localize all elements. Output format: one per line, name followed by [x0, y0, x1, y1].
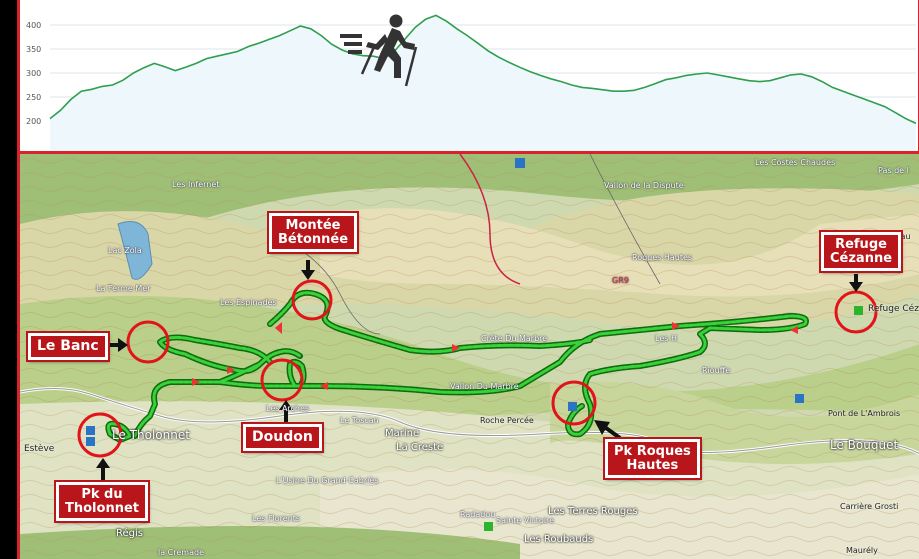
- map-label: L'Usine Du Grand Cabriès: [276, 476, 379, 485]
- callout-line: Pk du: [81, 487, 123, 502]
- map-label: Riouffe: [702, 366, 731, 375]
- poi-circle-montee: [291, 279, 333, 321]
- map-label: Les Costes Chaudes: [755, 158, 836, 167]
- map-label: Bau: [895, 232, 911, 241]
- map-label: Lac Zola: [108, 246, 142, 255]
- map-label: Les Florents: [252, 514, 301, 523]
- callout-arrows: [96, 260, 863, 482]
- y-tick-label: 350: [26, 45, 41, 54]
- map-label: Vallon Du Marbre: [450, 382, 519, 391]
- callout-line: Bétonnée: [278, 231, 349, 247]
- callout-line: Tholonnet: [65, 500, 139, 516]
- hiker-icon: [340, 14, 418, 87]
- map-label: Pont de L'Ambrois: [828, 409, 901, 418]
- callout-line: Pk Roques: [614, 444, 691, 459]
- y-tick-label: 250: [26, 93, 41, 102]
- map-label: Roche Percée: [480, 416, 534, 425]
- map-label: GR9: [612, 276, 629, 285]
- trail-direction-arrows: [192, 322, 798, 390]
- poi-circle-banc: [126, 320, 170, 364]
- elevation-area: [50, 15, 916, 152]
- callout-line: Cézanne: [830, 250, 893, 266]
- map-label: Roques Hautes: [632, 253, 693, 262]
- y-tick-label: 300: [26, 69, 41, 78]
- map-label: Maurély: [846, 546, 878, 555]
- map-label: la Cremade: [158, 548, 204, 557]
- elevation-profile: 400 350 300 250 200: [20, 0, 919, 154]
- map-label: Pas de l: [878, 166, 909, 175]
- callout-refuge-cezanne: Refuge Cézanne: [821, 232, 902, 272]
- map-label: Vallon de la Dispute: [604, 181, 684, 190]
- map-label: Carrière Grosti: [840, 502, 899, 511]
- figure-frame: 400 350 300 250 200: [17, 0, 919, 559]
- y-tick-label: 400: [26, 21, 41, 30]
- map-label: Marine: [385, 428, 420, 439]
- callout-doudon: Doudon: [243, 424, 322, 451]
- map-label: Les Roubauds: [524, 534, 594, 545]
- map-label: Régis: [116, 528, 143, 539]
- callout-pk-du-tholonnet: Pk du Tholonnet: [56, 482, 148, 522]
- map-canvas[interactable]: [20, 153, 919, 559]
- callout-line: Montée: [285, 218, 341, 233]
- map-label: Les H: [655, 334, 677, 343]
- poi-circle-doudon: [260, 358, 304, 402]
- map-label: Radadou: [460, 510, 496, 519]
- elevation-chart: 400 350 300 250 200: [26, 14, 917, 152]
- poi-circle-pk-tholonnet: [77, 412, 123, 458]
- callout-le-banc: Le Banc: [28, 333, 108, 360]
- map-label: Les Infernet: [172, 180, 220, 189]
- elevation-line: [49, 14, 917, 125]
- map-label: Le Tholonnet: [112, 428, 190, 442]
- callout-line: Refuge: [835, 237, 887, 252]
- map-label: Le Toscan: [340, 416, 379, 425]
- map-label: Les Espinades: [220, 298, 277, 307]
- map-label: Estève: [24, 444, 55, 454]
- poi-circle-pk-roques: [551, 380, 597, 426]
- y-tick-labels: 400 350 300 250 200: [26, 21, 41, 126]
- map-label: La Creste: [396, 442, 444, 453]
- map-label: Refuge Céz: [868, 304, 919, 314]
- map-label: Les Terres Rouges: [548, 506, 638, 517]
- map-label: Les Arches: [266, 404, 310, 413]
- parking-markers: [86, 158, 863, 531]
- map-label: Crête Du Marbre: [481, 334, 548, 343]
- map-label: Le Bouquet: [830, 438, 899, 452]
- callout-line: Hautes: [626, 457, 679, 473]
- y-tick-label: 200: [26, 117, 41, 126]
- map-label: Sainte Victoire: [496, 516, 555, 525]
- map-label: La Ferme Mer: [96, 284, 151, 293]
- callout-montee-betonnee: Montée Bétonnée: [269, 213, 358, 253]
- topo-map[interactable]: Les Costes Chaudes Pas de l Les Infernet…: [20, 153, 919, 559]
- callout-pk-roques-hautes: Pk Roques Hautes: [605, 439, 700, 479]
